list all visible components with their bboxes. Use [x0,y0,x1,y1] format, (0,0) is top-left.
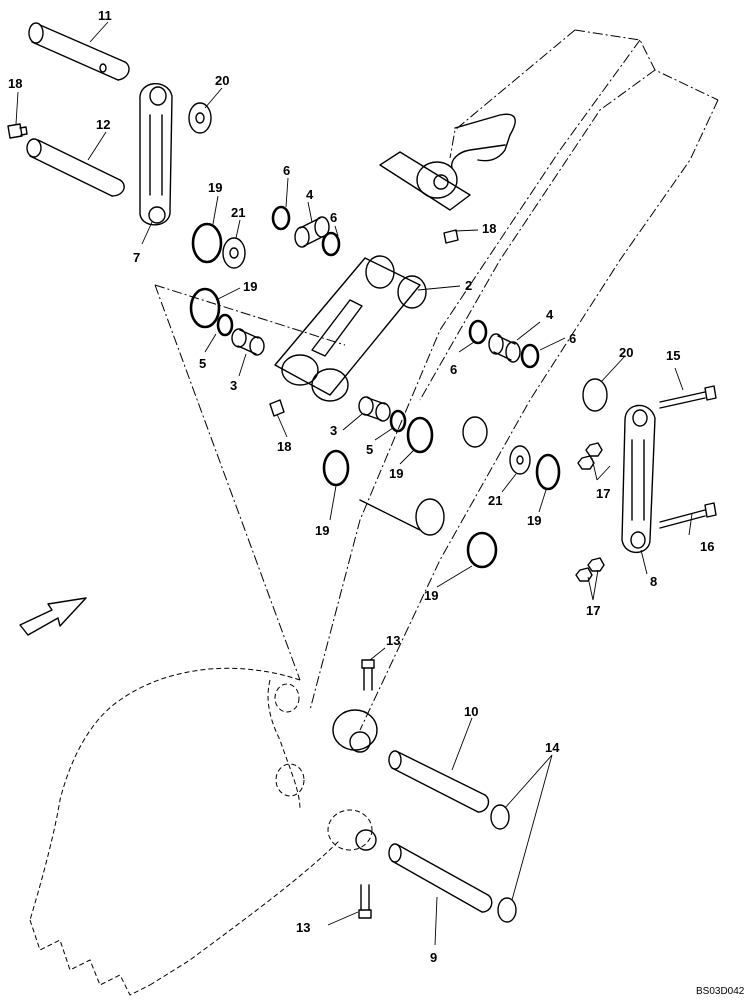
callout-16: 16 [700,539,714,554]
callout-6: 6 [450,362,457,377]
grease-fitting-18-left [7,123,28,139]
washer-21-a [222,237,246,269]
nuts-17-upper [577,442,603,470]
bucket-boss-lower [327,809,377,851]
drawing-reference-code: BS03D042 [696,986,745,997]
bolt-13-top [361,659,375,691]
washer-21-right [509,445,531,475]
seal-6-b [321,231,341,257]
o-ring-19-c [406,416,434,454]
callout-19: 19 [527,513,541,528]
seal-5-b [389,409,407,433]
washer-20-top [188,102,212,134]
callout-17: 17 [596,486,610,501]
callout-21: 21 [488,493,502,508]
callout-8: 8 [650,574,657,589]
callout-labels: 11 18 20 12 19 6 4 6 21 7 18 19 2 5 3 4 … [8,8,714,965]
callout-4: 4 [306,187,314,202]
callout-5: 5 [366,442,373,457]
link-7 [139,82,173,226]
bolt-15 [659,385,717,409]
callout-15: 15 [666,348,680,363]
pin-10 [388,750,490,813]
arm-phantom-outline [154,29,719,731]
callout-17: 17 [586,603,600,618]
callout-6: 6 [283,163,290,178]
callout-7: 7 [133,250,140,265]
callout-18: 18 [482,221,496,236]
callout-12: 12 [96,117,110,132]
callout-6: 6 [569,331,576,346]
pin-9 [388,843,493,913]
pin-11 [28,22,130,81]
callout-19: 19 [208,180,222,195]
snap-rings-14 [490,804,517,923]
callout-19: 19 [315,523,329,538]
callout-13: 13 [386,633,400,648]
o-ring-19-b [189,287,221,329]
callout-19: 19 [389,466,403,481]
bolt-16 [659,502,717,529]
seal-6-d [520,343,540,369]
bucket-boss-upper [332,709,378,753]
callout-18: 18 [8,76,22,91]
callout-9: 9 [430,950,437,965]
callout-19: 19 [424,588,438,603]
bushing-4-a [294,216,330,248]
arm-end-boss [359,416,488,536]
callout-10: 10 [464,704,478,719]
callout-13: 13 [296,920,310,935]
callout-11: 11 [98,8,112,23]
grease-fitting-18-right [443,229,459,244]
h-link-2 [274,255,427,402]
callout-20: 20 [215,73,229,88]
seal-6-a [271,205,291,231]
callout-14: 14 [545,740,560,755]
callout-20: 20 [619,345,633,360]
cylinder-rod-end [379,113,516,211]
callout-3: 3 [330,423,337,438]
grease-fitting-18-bottom [269,399,285,417]
callout-19: 19 [243,279,257,294]
callout-21: 21 [231,205,245,220]
o-ring-19-a [191,222,223,264]
seal-5-a [216,313,234,337]
nuts-17-lower [575,557,605,582]
bucket-outline [29,667,341,996]
callout-2: 2 [465,278,472,293]
bushing-4-b [488,333,521,363]
callout-6: 6 [330,210,337,225]
bushing-3-a [231,328,265,356]
o-ring-19-d [322,449,350,487]
arrow-down-left-icon [19,597,87,636]
bushing-3-b [358,396,391,422]
callout-5: 5 [199,356,206,371]
bolt-13-bottom [358,884,372,919]
seal-6-c [468,319,488,345]
callout-18: 18 [277,439,291,454]
washer-20-right [582,378,608,412]
link-8 [621,404,656,554]
callout-4: 4 [546,307,554,322]
pin-12 [26,138,125,197]
callout-3: 3 [230,378,237,393]
o-ring-19-e [535,453,561,491]
o-ring-19-f [466,531,498,569]
leader-lines [15,21,693,946]
